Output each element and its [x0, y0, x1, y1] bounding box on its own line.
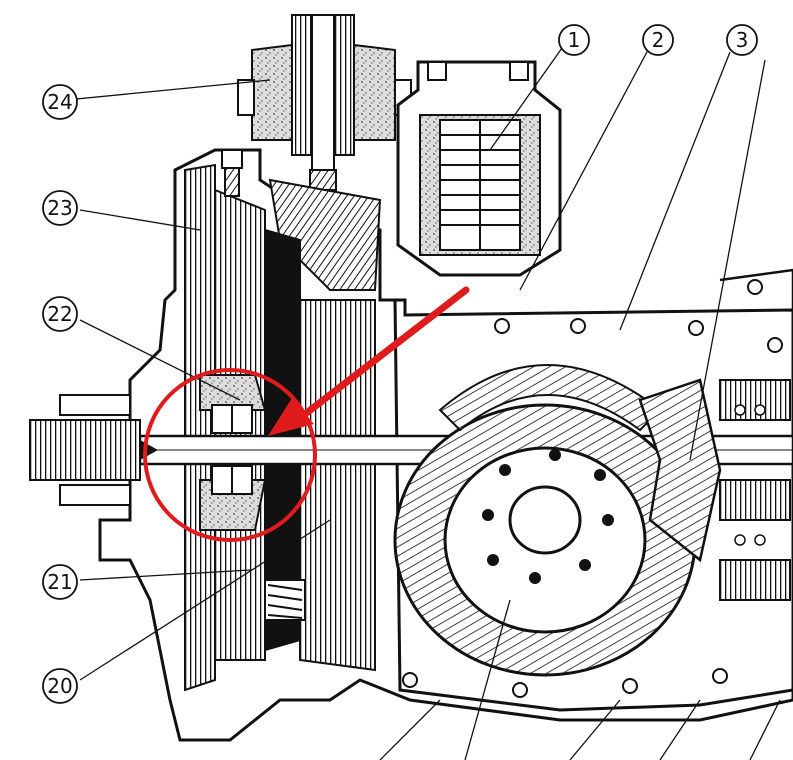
red-arrow-head-icon: [268, 398, 314, 436]
red-highlight-circle: [143, 368, 317, 542]
callout-24-label: 24: [47, 90, 72, 114]
clutch-plates: [299, 299, 376, 672]
callout-21-label: 21: [47, 570, 72, 594]
right-shaft-bearings: [719, 379, 791, 601]
upper-drive-shaft: [237, 14, 412, 191]
component-1-bearing-unit: [396, 60, 562, 277]
callout-3: 3: [726, 24, 758, 56]
drive-pinion: [638, 378, 722, 563]
callout-23: 23: [42, 190, 78, 226]
leader-lines: [65, 47, 781, 760]
input-bearing-stipple: [199, 374, 267, 531]
callout-24: 24: [42, 84, 78, 120]
callout-23-label: 23: [47, 196, 72, 220]
casing-bolt-holes: [402, 279, 783, 698]
callout-20-label: 20: [47, 674, 72, 698]
callout-2: 2: [642, 24, 674, 56]
callout-1-label: 1: [568, 28, 581, 52]
callout-2-label: 2: [652, 28, 665, 52]
red-arrow-shaft: [296, 286, 470, 422]
callout-20: 20: [42, 668, 78, 704]
red-highlight-annotation: [143, 286, 470, 542]
crown-ring-gear: [393, 403, 697, 677]
callout-3-label: 3: [736, 28, 749, 52]
upper-bevel-pinion: [268, 178, 382, 291]
callout-1: 1: [558, 24, 590, 56]
callout-21: 21: [42, 564, 78, 600]
return-spring: [264, 579, 306, 621]
callout-22: 22: [42, 296, 78, 332]
callout-22-label: 22: [47, 302, 72, 326]
